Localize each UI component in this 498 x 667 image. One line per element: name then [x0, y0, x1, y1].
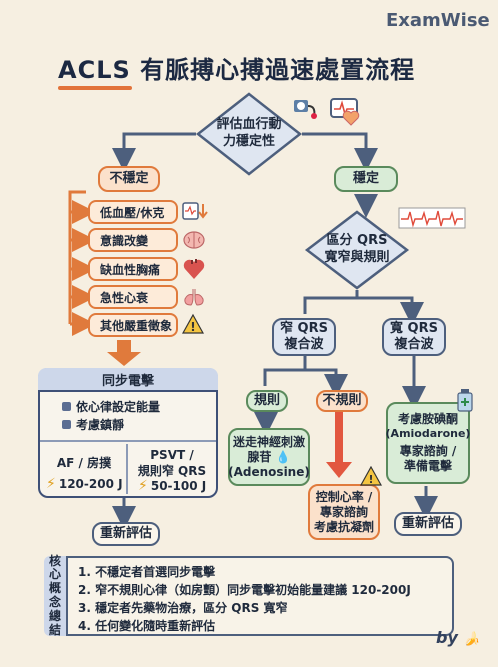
af-flutter-label: AF / 房撲 [56, 456, 112, 470]
summary-panel [44, 556, 454, 636]
decision-diamond-stability [195, 92, 303, 176]
warning-icon-right: ! [359, 465, 383, 486]
adenosine-en: (Adenosine) [228, 464, 310, 479]
start-decision-label: 評估血行動力穩定性 [196, 92, 302, 176]
wide-line2: 複合波 [394, 337, 434, 352]
qrs-line2: 寬窄與規則 [324, 250, 390, 265]
sync-bullet-sedation-text: 考慮鎮靜 [76, 418, 125, 432]
banana-icon: 🍌 [463, 632, 480, 647]
sync-panel-vdivider [126, 444, 128, 494]
decision-diamond-qrs [304, 210, 410, 290]
summary-item-1: 1. 不穩定者首選同步電擊 [78, 565, 216, 579]
summary-label-char: 概 [48, 581, 61, 596]
psvt-line1: PSVT / [150, 448, 194, 462]
arrow-narrow-split [263, 356, 336, 386]
warning-icon: ! [181, 313, 205, 335]
red-arrow-irregular [326, 412, 352, 478]
reassess-right-box: 重新評估 [394, 512, 462, 536]
svg-text:!: ! [190, 320, 195, 334]
lightning-icon: ⚡ [46, 476, 56, 492]
irregular-box: 不規則 [316, 390, 368, 412]
sync-bullet-sedation: 考慮鎮靜 [62, 416, 124, 433]
amio-line2: (Amiodarone) [385, 426, 471, 440]
drop-icon: 💧 [275, 449, 291, 464]
psvt-energy: ⚡50-100 J [138, 478, 206, 494]
vagal-line1: 迷走神經刺激 [232, 434, 305, 449]
big-orange-arrow [107, 340, 141, 366]
regular-box: 規則 [246, 390, 288, 412]
lungs-icon [182, 285, 206, 309]
arrow-qrs-split [303, 290, 412, 314]
by-signature: by 🍌 [436, 628, 480, 647]
unstable-bracket [68, 190, 86, 324]
medicine-bottle-icon [456, 388, 474, 412]
start-line2: 力穩定性 [222, 134, 275, 149]
amio-line3: 專家諮詢 / [399, 444, 457, 459]
rate-control-line2: 專家諮詢 [319, 504, 368, 519]
adenosine-text: 腺苷 [247, 449, 272, 464]
summary-label-char: 總 [48, 608, 61, 623]
bullet-square-icon [62, 402, 71, 411]
psvt-label: PSVT /規則窄 QRS [130, 448, 214, 479]
bp-monitor-icon [292, 96, 320, 120]
lightning-icon: ⚡ [138, 478, 148, 494]
summary-item-3: 3. 穩定者先藥物治療，區分 QRS 寬窄 [78, 601, 288, 615]
amiodarone-box: 考慮胺碘酮(Amiodarone) 專家諮詢 /準備電擊 [386, 402, 470, 484]
ecg-strip-icon [398, 206, 466, 230]
heart-organ-icon [182, 257, 206, 281]
rate-control-line1: 控制心率 / [315, 489, 373, 504]
narrow-line1: 窄 QRS [280, 320, 328, 336]
af-energy: ⚡120-200 J [46, 476, 123, 492]
sync-panel-title: 同步電擊 [38, 368, 218, 392]
summary-label-char: 結 [48, 622, 61, 637]
sync-bullet-energy: 依心律設定能量 [62, 398, 160, 415]
sync-bullet-energy-text: 依心律設定能量 [76, 400, 161, 414]
svg-text:!: ! [368, 473, 373, 486]
psvt-line2: 規則窄 QRS [137, 463, 207, 478]
unstable-box: 不穩定 [98, 166, 160, 192]
title-underline [58, 86, 132, 90]
wide-line1: 寬 QRS [390, 320, 438, 336]
start-line1: 評估血行動 [216, 117, 282, 133]
adenosine-line: 腺苷 💧 [228, 450, 310, 465]
brand-logo: ExamWise [386, 10, 490, 31]
symptom-acute-heart-failure: 急性心衰 [88, 285, 178, 309]
summary-item-2: 2. 窄不規則心律（如房顫）同步電擊初始能量建議 120-200J [78, 583, 411, 597]
summary-item-4: 4. 任何變化隨時重新評估 [78, 619, 216, 633]
psvt-energy-text: 50-100 J [150, 479, 207, 493]
symptom-ischemic-chest-pain: 缺血性胸痛 [88, 257, 178, 281]
by-text: by [436, 628, 458, 647]
rate-control-line3: 考慮抗凝劑 [313, 519, 374, 534]
amio-line4: 準備電擊 [403, 459, 452, 474]
reassess-left-box: 重新評估 [92, 522, 160, 546]
qrs-line1: 區分 QRS [326, 233, 388, 249]
arrow-to-unstable [112, 132, 196, 172]
brain-icon [182, 228, 206, 252]
af-energy-text: 120-200 J [58, 477, 123, 491]
bp-trend-down-icon [182, 200, 208, 224]
heart-icon [342, 110, 360, 126]
rate-control-box: 控制心率 /專家諮詢考慮抗凝劑 [308, 484, 380, 540]
sync-panel-divider [40, 440, 216, 442]
narrow-line2: 複合波 [284, 337, 324, 352]
symptom-hypotension: 低血壓/休克 [88, 200, 178, 224]
summary-label-char: 心 [48, 567, 61, 582]
vagal-adenosine-box: 迷走神經刺激腺苷 💧(Adenosine) [228, 428, 310, 486]
summary-label-char: 念 [48, 595, 61, 609]
bullet-square-icon [62, 420, 71, 429]
page-title: ACLS 有脈搏心搏過速處置流程 [58, 56, 416, 84]
stable-box: 穩定 [334, 166, 398, 192]
amio-line1: 考慮胺碘酮 [397, 411, 458, 426]
symptom-other-severe: 其他嚴重徵象 [88, 313, 178, 337]
summary-label: 核 心 概 念 總 結 [44, 553, 68, 637]
symptom-altered-mental: 意識改變 [88, 228, 178, 252]
arrow-to-stable [302, 132, 378, 172]
summary-label-char: 核 [48, 553, 61, 568]
